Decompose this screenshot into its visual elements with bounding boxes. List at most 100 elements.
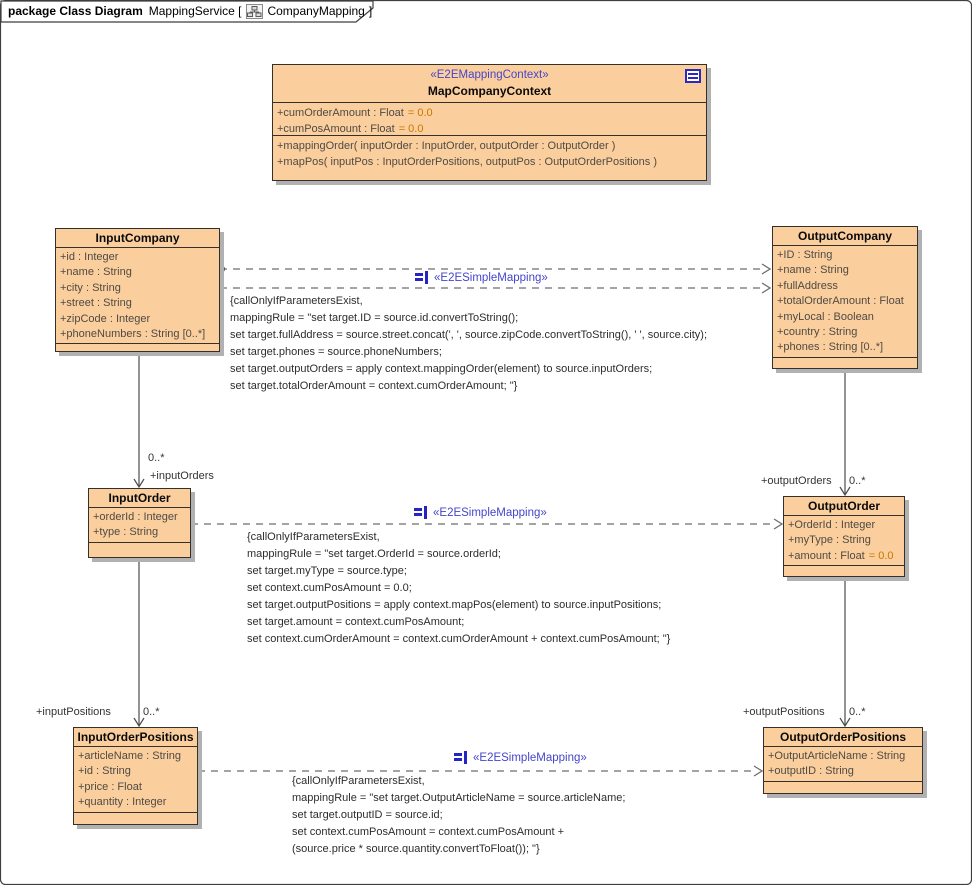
attribute-row[interactable]: +zipCode : Integer [60, 312, 217, 327]
attribute-row[interactable]: +outputID : String [768, 764, 920, 779]
frame-close-bracket: ] [368, 4, 373, 18]
constraint-line: set context.cumPosAmount = context.cumPo… [292, 826, 565, 838]
attributes-compartment: +OrderId : Integer +myType : String +amo… [784, 516, 904, 565]
mapping-constraint-company[interactable]: {callOnlyIfParametersExist, mappingRule … [230, 293, 707, 395]
simple-mapping-icon [415, 271, 429, 284]
constraint-line: mappingRule = "set target.OutputArticleN… [292, 792, 626, 804]
constraint-line: set target.phones = source.phoneNumbers; [230, 346, 442, 358]
attr-text: +name : String [777, 264, 849, 277]
role-label-inputorders[interactable]: +inputOrders [150, 470, 214, 482]
attribute-row[interactable]: +phoneNumbers : String [0..*] [60, 327, 217, 342]
attribute-row[interactable]: +myType : String [788, 533, 902, 548]
role-label-outputorders[interactable]: +outputOrders [761, 475, 832, 487]
class-inputcompany[interactable]: InputCompany +id : Integer +name : Strin… [55, 228, 220, 352]
attribute-row[interactable]: +myLocal : Boolean [777, 310, 915, 325]
constraint-line: {callOnlyIfParametersExist, [230, 295, 363, 307]
class-inputorder[interactable]: InputOrder +orderId : Integer +type : St… [88, 488, 191, 558]
attr-default: = 0.0 [398, 122, 424, 135]
empty-compartment [89, 541, 190, 557]
role-label-inputpositions[interactable]: +inputPositions [36, 706, 111, 718]
class-title[interactable]: InputCompany [56, 229, 219, 248]
attribute-row[interactable]: +price : Float [78, 780, 195, 795]
class-header[interactable]: «E2EMappingContext» MapCompanyContext [273, 65, 706, 103]
operations-compartment: +mappingOrder( inputOrder : InputOrder, … [273, 136, 706, 173]
attr-text: +ID : String [777, 249, 833, 261]
mapping-label-positions[interactable]: «E2ESimpleMapping» [451, 751, 590, 764]
mapping-label-order[interactable]: «E2ESimpleMapping» [411, 506, 550, 519]
multiplicity-label-inputorders[interactable]: 0..* [148, 452, 165, 464]
attribute-row[interactable]: +cumPosAmount : Float= 0.0 [277, 122, 704, 138]
empty-compartment [56, 343, 219, 351]
mapping-constraint-positions[interactable]: {callOnlyIfParametersExist, mappingRule … [292, 773, 625, 858]
attr-text: +id : Integer [60, 251, 119, 263]
stereotype-label: «E2EMappingContext» [430, 69, 549, 81]
attribute-row[interactable]: +quantity : Integer [78, 795, 195, 810]
attribute-row[interactable]: +name : String [60, 265, 217, 280]
multiplicity-label-outputpositions[interactable]: 0..* [849, 706, 866, 718]
constraint-line: set context.cumPosAmount = 0.0; [247, 582, 412, 594]
diagram-frame-tab[interactable]: package Class Diagram MappingService [ C… [0, 0, 372, 22]
attribute-row[interactable]: +phones : String [0..*] [777, 340, 915, 355]
attr-text: +city : String [60, 281, 121, 294]
class-title[interactable]: OutputOrderPositions [764, 728, 922, 747]
attribute-row[interactable]: +name : String [777, 263, 915, 278]
attr-text: +orderId : Integer [93, 511, 178, 523]
frame-diagram-name: CompanyMapping [267, 4, 365, 18]
attr-text: +fullAddress [777, 279, 838, 292]
mapping-stereotype-text: «E2ESimpleMapping» [433, 506, 547, 519]
attribute-row[interactable]: +type : String [93, 525, 188, 540]
attributes-compartment: +OutputArticleName : String +outputID : … [764, 747, 922, 781]
multiplicity-label-outputorders[interactable]: 0..* [849, 475, 866, 487]
class-outputcompany[interactable]: OutputCompany +ID : String +name : Strin… [772, 226, 918, 369]
constraint-line: set target.myType = source.type; [247, 565, 407, 577]
attribute-row[interactable]: +orderId : Integer [93, 510, 188, 525]
constraint-line: {callOnlyIfParametersExist, [292, 775, 425, 787]
class-outputorder[interactable]: OutputOrder +OrderId : Integer +myType :… [783, 496, 905, 577]
operation-row[interactable]: +mappingOrder( inputOrder : InputOrder, … [277, 140, 616, 152]
attribute-row[interactable]: +fullAddress [777, 279, 915, 294]
attributes-compartment: +articleName : String +id : String +pric… [74, 747, 197, 812]
attribute-row[interactable]: +amount : Float= 0.0 [788, 549, 902, 564]
attribute-row[interactable]: +street : String [60, 296, 217, 311]
constraint-line: {callOnlyIfParametersExist, [247, 531, 380, 543]
class-inputorderpositions[interactable]: InputOrderPositions +articleName : Strin… [73, 727, 198, 825]
class-title[interactable]: OutputCompany [773, 227, 917, 246]
mapping-constraint-order[interactable]: {callOnlyIfParametersExist, mappingRule … [247, 529, 670, 648]
attribute-row[interactable]: +id : Integer [60, 250, 217, 265]
attribute-row[interactable]: +totalOrderAmount : Float [777, 294, 915, 309]
arrowhead-inputorders [133, 478, 145, 489]
attribute-row[interactable]: +cumOrderAmount : Float= 0.0 [277, 106, 704, 122]
constraint-line: set target.amount = context.cumPosAmount… [247, 616, 465, 628]
class-mapcompanycontext[interactable]: «E2EMappingContext» MapCompanyContext +c… [272, 64, 707, 181]
mapping-stereotype-text: «E2ESimpleMapping» [434, 271, 548, 284]
mapping-label-company[interactable]: «E2ESimpleMapping» [412, 271, 551, 284]
operation-row[interactable]: +mapPos( inputPos : InputOrderPositions,… [277, 155, 657, 168]
attribute-row[interactable]: +OutputArticleName : String [768, 749, 920, 764]
attribute-row[interactable]: +articleName : String [78, 749, 195, 764]
attr-text: +OutputArticleName : String [768, 750, 906, 762]
attr-text: +cumPosAmount : Float [277, 122, 395, 135]
class-title[interactable]: InputOrder [89, 489, 190, 508]
diagram-frame-tab-shape[interactable] [0, 0, 374, 23]
attributes-compartment: +id : Integer +name : String +city : Str… [56, 248, 219, 343]
arrowhead-inputpositions [133, 717, 145, 728]
arrowhead-outputorders [839, 486, 851, 497]
empty-compartment [773, 356, 917, 368]
role-label-outputpositions[interactable]: +outputPositions [743, 706, 825, 718]
attr-text: +amount : Float [788, 549, 865, 562]
attribute-row[interactable]: +city : String [60, 281, 217, 296]
class-title[interactable]: OutputOrder [784, 497, 904, 516]
attribute-row[interactable]: +ID : String [777, 248, 915, 263]
constraint-line: set target.outputOrders = apply context.… [230, 363, 653, 375]
attribute-row[interactable]: +id : String [78, 764, 195, 779]
attr-text: +quantity : Integer [78, 796, 167, 809]
mapping-context-icon [685, 69, 701, 83]
constraint-line: set target.outputPositions = apply conte… [247, 599, 662, 611]
attribute-row[interactable]: +OrderId : Integer [788, 518, 902, 533]
class-title[interactable]: InputOrderPositions [74, 728, 197, 747]
attribute-row[interactable]: +country : String [777, 325, 915, 340]
multiplicity-label-inputpositions[interactable]: 0..* [143, 706, 160, 718]
class-outputorderpositions[interactable]: OutputOrderPositions +OutputArticleName … [763, 727, 923, 794]
attr-text: +outputID : String [768, 765, 854, 778]
constraint-line: mappingRule = "set target.ID = source.id… [230, 312, 519, 324]
